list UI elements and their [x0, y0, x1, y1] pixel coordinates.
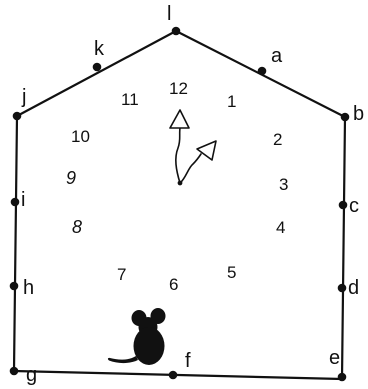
clock-number-11: 11: [121, 90, 139, 109]
dot-g: [10, 367, 19, 376]
clock-number-4: 4: [276, 218, 285, 237]
label-j: j: [21, 86, 26, 108]
label-d: d: [348, 277, 359, 299]
label-g: g: [26, 364, 37, 386]
clock-number-1: 1: [227, 92, 236, 111]
dot-l: [172, 27, 181, 36]
clock-number-2: 2: [273, 130, 282, 149]
clock-number-8: 8: [72, 217, 82, 237]
clock-number-5: 5: [227, 263, 236, 282]
label-e: e: [329, 347, 340, 369]
dot-labels: l a b c d e f g h i j k: [21, 3, 364, 386]
hour-hand: [176, 128, 180, 183]
label-l: l: [167, 3, 171, 25]
dot-h: [10, 282, 19, 291]
clock-number-9: 9: [66, 168, 76, 188]
clock-number-6: 6: [169, 275, 178, 294]
mouse-silhouette-icon: [108, 308, 166, 365]
label-a: a: [271, 45, 283, 67]
hands-pivot: [178, 181, 181, 184]
dot-d: [338, 284, 347, 293]
label-h: h: [23, 277, 34, 299]
hour-hand-arrow: [170, 110, 189, 128]
clock-number-10: 10: [71, 127, 90, 146]
dot-e: [338, 373, 347, 382]
minute-hand: [180, 154, 201, 183]
label-k: k: [94, 38, 105, 60]
label-c: c: [349, 195, 359, 217]
dot-i: [11, 198, 20, 207]
clock-number-7: 7: [117, 265, 126, 284]
dot-c: [339, 201, 348, 210]
dot-k: [93, 63, 102, 72]
minute-hand-arrow: [197, 141, 216, 160]
dot-b: [341, 113, 350, 122]
clock-hands-icon: [170, 110, 216, 185]
label-i: i: [21, 189, 25, 211]
label-f: f: [185, 350, 191, 372]
dot-f: [169, 371, 178, 380]
dot-a: [258, 67, 267, 76]
clock-number-3: 3: [279, 175, 288, 194]
label-b: b: [353, 103, 364, 125]
clock-number-12: 12: [169, 79, 188, 98]
dot-j: [13, 112, 22, 121]
clock-numbers: 12 1 2 3 4 5 6 7 8 9 10 11: [66, 79, 288, 294]
